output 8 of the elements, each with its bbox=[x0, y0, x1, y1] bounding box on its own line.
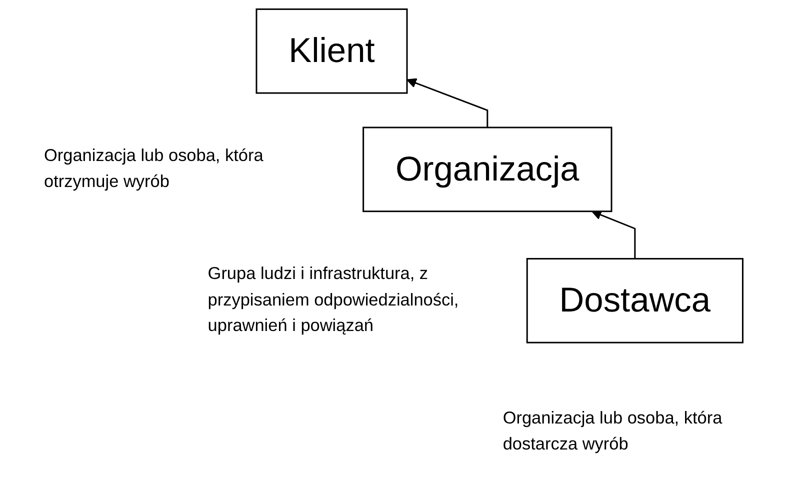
arrow bbox=[406, 78, 488, 128]
node-label: Organizacja lub osoba, która dostarcza wyrób bbox=[502, 408, 722, 454]
arrow bbox=[592, 210, 636, 259]
node-box: Organizacja bbox=[362, 126, 612, 212]
node-box: Klient bbox=[256, 8, 408, 94]
node-box: Dostawca bbox=[526, 258, 744, 344]
node-label: Organizacja lub osoba, która otrzymuje wyrób bbox=[44, 146, 264, 192]
node-label: Grupa ludzi i infrastruktura, z przypisaniem odpowiedzialności, uprawnień i powiązań bbox=[208, 264, 459, 336]
